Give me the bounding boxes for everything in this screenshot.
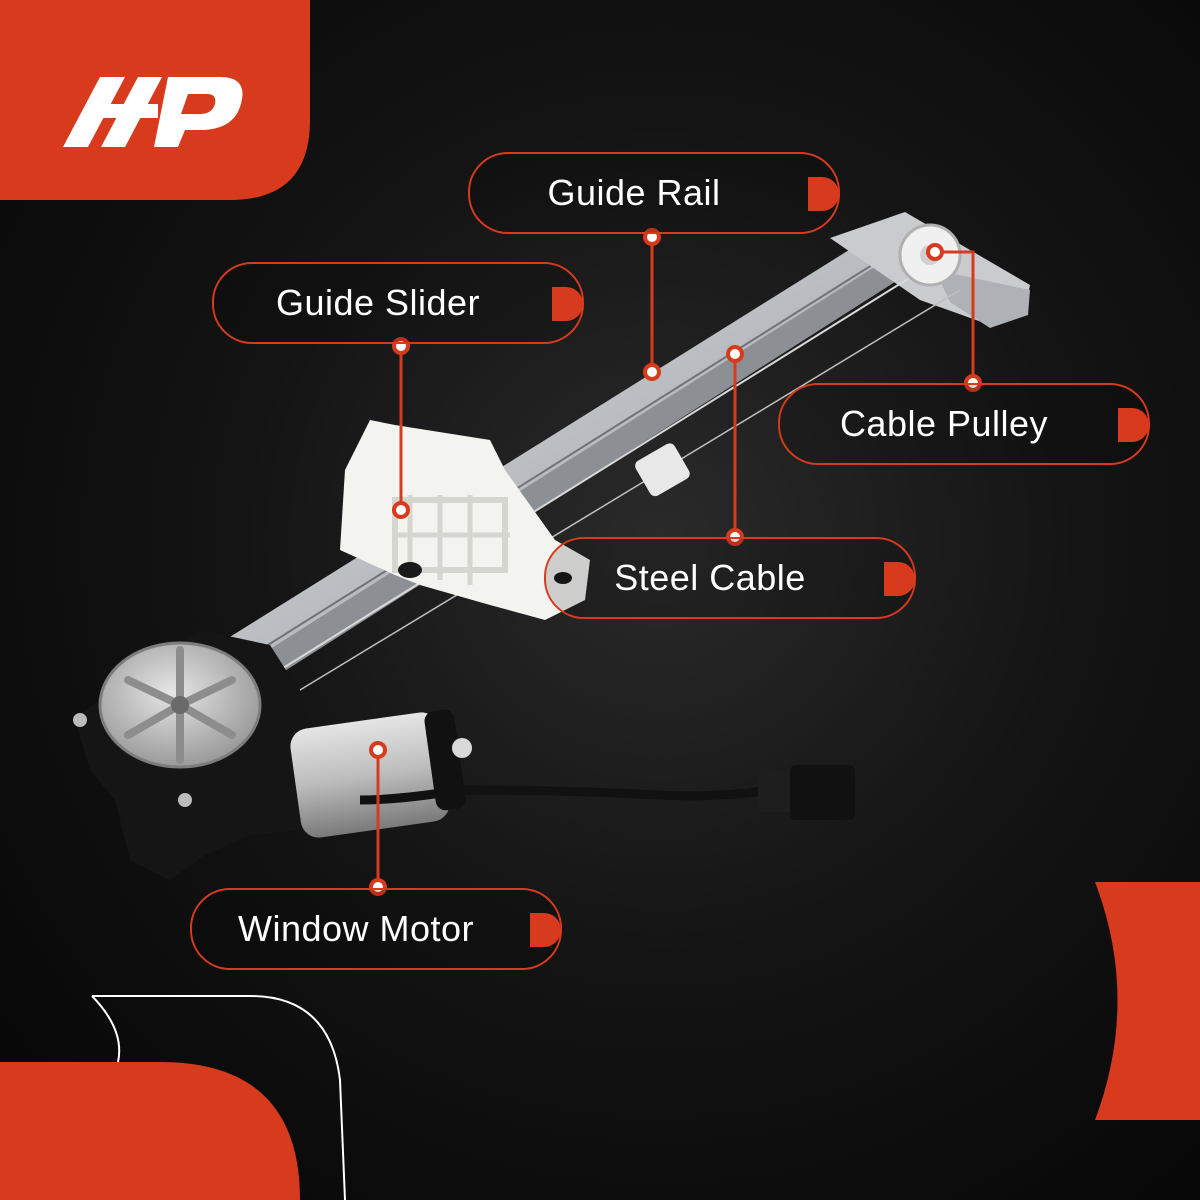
callout-window-motor: Window Motor (190, 888, 562, 970)
brand-logo (63, 77, 243, 147)
callout-cap-icon (884, 562, 915, 596)
window-motor-part (73, 630, 855, 880)
callout-steel-cable: Steel Cable (544, 537, 916, 619)
window-motor-marker (369, 878, 387, 896)
callout-cap-icon (552, 287, 583, 321)
callout-guide-rail: Guide Rail (468, 152, 840, 234)
guide-rail-point (643, 363, 661, 381)
steel-cable-point (726, 345, 744, 363)
guide-rail-label: Guide Rail (547, 172, 721, 213)
guide-slider-point (392, 501, 410, 519)
decor-line (92, 995, 346, 1200)
logo-backdrop (0, 0, 310, 200)
callout-cap-icon (1118, 408, 1149, 442)
window-motor-point (369, 741, 387, 759)
callout-cable-pulley: Cable Pulley (778, 383, 1150, 465)
bottom-left-accent-shape (0, 1062, 300, 1200)
guide-slider-label: Guide Slider (275, 282, 481, 323)
decor-line-curve (91, 995, 121, 1063)
steel-cable-part (279, 261, 961, 691)
callout-guide-slider: Guide Slider (212, 262, 584, 344)
steel-cable-label: Steel Cable (614, 557, 806, 598)
right-accent-shape (1095, 882, 1200, 1120)
callout-cap-icon (808, 177, 839, 211)
cable-pulley-point (926, 243, 944, 261)
window-motor-label: Window Motor (237, 908, 475, 949)
cable-pulley-label: Cable Pulley (839, 403, 1049, 444)
callout-cap-icon (530, 913, 561, 947)
